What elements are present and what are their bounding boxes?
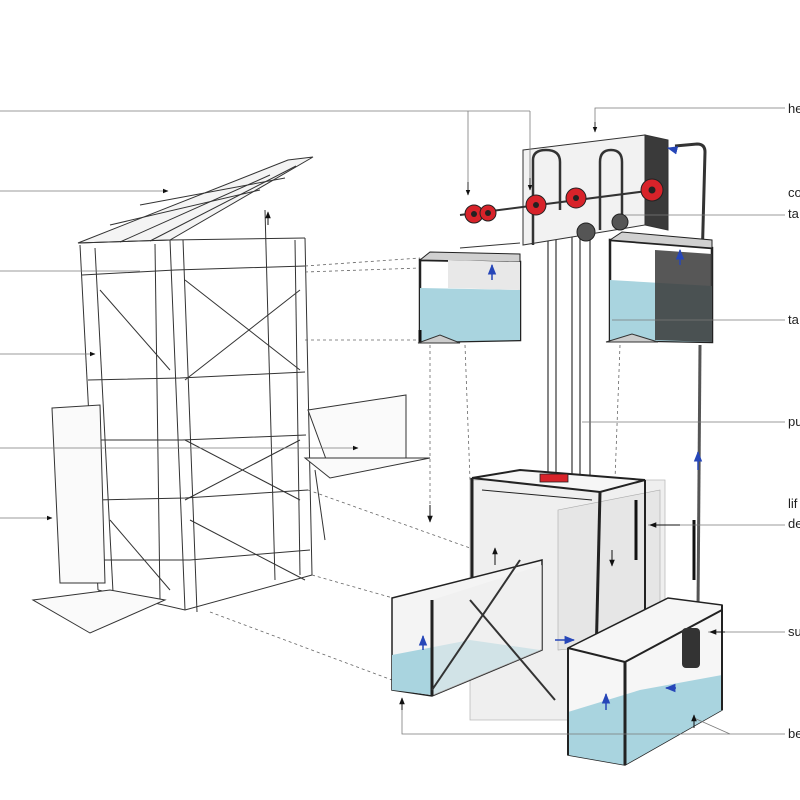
pulley-wheel-icon [640,178,664,202]
label-lift-line2: de [788,516,800,531]
pulley-wheel-icon [464,204,484,224]
label-counterweight-line2: ta [788,206,799,221]
upper-tank-right [605,231,714,344]
lower-tank-right [567,597,723,766]
solar-panel-roof [77,156,314,244]
label-tank: ta [788,312,799,327]
label-head: he [788,101,800,116]
upper-tank-left [417,251,522,344]
wireframe-tower [31,156,431,634]
pulley-wheel-icon [565,187,587,209]
pulley-wheel-icon [525,194,547,216]
left-leaders [0,110,530,521]
pulley-wheels [464,178,664,242]
label-sump: su [788,624,800,639]
right-leaders [401,107,785,735]
projection-lines [209,257,621,681]
label-counterweight-line1: co [788,185,800,200]
lower-tank-left [391,559,556,701]
sump-pump [682,628,700,668]
lift-system [391,134,723,766]
pulley-wheel-icon [479,204,497,222]
label-bottom: be [788,726,800,741]
label-pulley: pu [788,414,800,429]
label-lift-line1: lif [788,496,798,511]
